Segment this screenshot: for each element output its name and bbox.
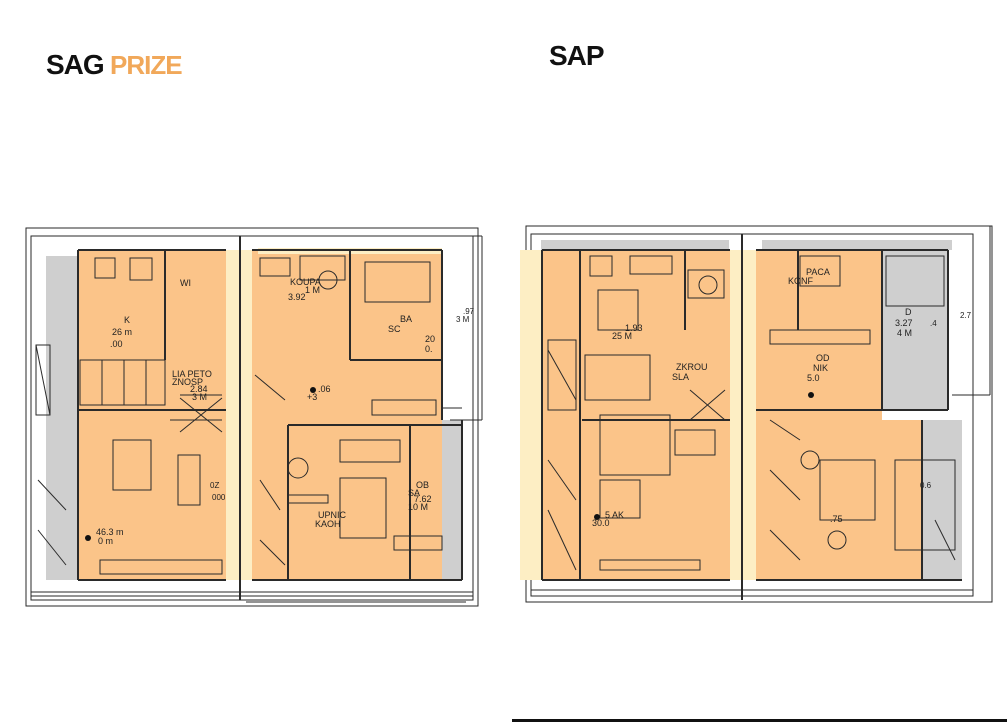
- left-room-ba-sub: 0.: [425, 344, 433, 354]
- right-room-1-area: 1.93: [625, 323, 643, 333]
- left-floor-plan: K 26 m .00 WI KOUPA 3.92 1 M BA SC 20 0.…: [25, 227, 483, 607]
- left-room-ba-name: BA: [400, 314, 412, 324]
- left-room-ba-area: SC: [388, 324, 401, 334]
- left-room-main-area: 46.3 m: [96, 527, 124, 537]
- right-room-d-sub: 4 M: [897, 328, 912, 338]
- right-room-block-c: [882, 420, 922, 580]
- right-room-konf-extra: PACA: [806, 267, 830, 277]
- right-room-od-extra: NIK: [813, 363, 828, 373]
- right-room-marker-2: [808, 392, 814, 398]
- right-room-d-area: 3.27: [895, 318, 913, 328]
- left-room-k-name: K: [124, 315, 130, 325]
- left-dim-label-4: 000: [212, 493, 226, 502]
- left-room-upnic-name: UPNIC: [318, 510, 347, 520]
- left-room-ob-name: OB: [416, 480, 429, 490]
- left-grey-corner: [442, 420, 462, 580]
- left-room-lia-name: LIA PETO: [172, 369, 212, 379]
- right-dim-label-1: .4: [930, 319, 937, 328]
- left-room-hall-area: .06: [318, 384, 331, 394]
- right-yellow-left: [520, 250, 542, 580]
- right-room-zkrou-name: ZKROU: [676, 362, 708, 372]
- right-grey-top: [541, 240, 729, 250]
- left-room-koupa-sub: 1 M: [305, 285, 320, 295]
- left-room-lia-area: 2.84: [190, 384, 208, 394]
- left-room-k-sub: .00: [110, 339, 123, 349]
- right-room-zkrou-extra: SLA: [672, 372, 689, 382]
- left-room-hall-sub: +3: [307, 392, 317, 402]
- right-room-od-area: 5.0: [807, 373, 820, 383]
- left-room-ob-area: 7.62: [414, 494, 432, 504]
- right-floor-plan: 1.93 25 M PACA KONF OD NIK 5.0 ZKROU SLA…: [520, 225, 993, 603]
- right-dim-label-2: 2.7: [960, 311, 972, 320]
- left-room-main-sub: 0 m: [98, 536, 113, 546]
- left-room-k-extra: 26 m: [112, 327, 132, 337]
- right-grey-top-2: [762, 240, 952, 250]
- right-room-block-b: [756, 250, 882, 580]
- left-dim-label-3: 0Z: [210, 481, 219, 490]
- left-room-block-a: [78, 250, 232, 580]
- left-room-wi-name: WI: [180, 278, 191, 288]
- left-room-lia-extra: ZNOSP: [172, 377, 203, 387]
- left-room-lia-sub: 3 M: [192, 392, 207, 402]
- left-dim-label-1: .97: [463, 307, 475, 316]
- left-plan-inner-frame: [30, 235, 474, 601]
- right-room-ak-name: 5 AK: [605, 510, 624, 520]
- right-room-od-name: OD: [816, 353, 830, 363]
- right-room-d-name: D: [905, 307, 912, 317]
- left-room-marker-2: [310, 387, 316, 393]
- right-room-1-sub: 25 M: [612, 331, 632, 341]
- right-room-konf-name: KONF: [788, 276, 814, 286]
- right-grey-corner: [922, 420, 962, 580]
- left-room-marker-1: [85, 535, 91, 541]
- right-room-marker-1: [594, 514, 600, 520]
- left-dim-label-2: 3 M: [456, 315, 470, 324]
- left-room-koupa-area: 3.92: [288, 292, 306, 302]
- left-plan-outer-frame: [25, 227, 479, 607]
- left-room-ba-extra: 20: [425, 334, 435, 344]
- bottom-rule: [512, 719, 1007, 722]
- right-room-7-area: .75: [830, 514, 843, 524]
- right-dim-label-3: 0.6: [920, 481, 932, 490]
- left-plan-subtitle: PRIZE: [110, 50, 183, 80]
- right-room-ak-area: 30.0: [592, 518, 610, 528]
- left-grey-strip: [46, 256, 78, 580]
- left-room-ob-extra: SA: [408, 488, 420, 498]
- left-plan-title: SAG: [46, 49, 105, 80]
- left-room-koupa-name: KOUPA: [290, 277, 321, 287]
- left-room-upnic-area: KAOH: [315, 519, 341, 529]
- right-grey-room: [882, 250, 948, 410]
- right-plan-title: SAP: [549, 40, 605, 71]
- left-room-ob-sub: 10 M: [408, 502, 428, 512]
